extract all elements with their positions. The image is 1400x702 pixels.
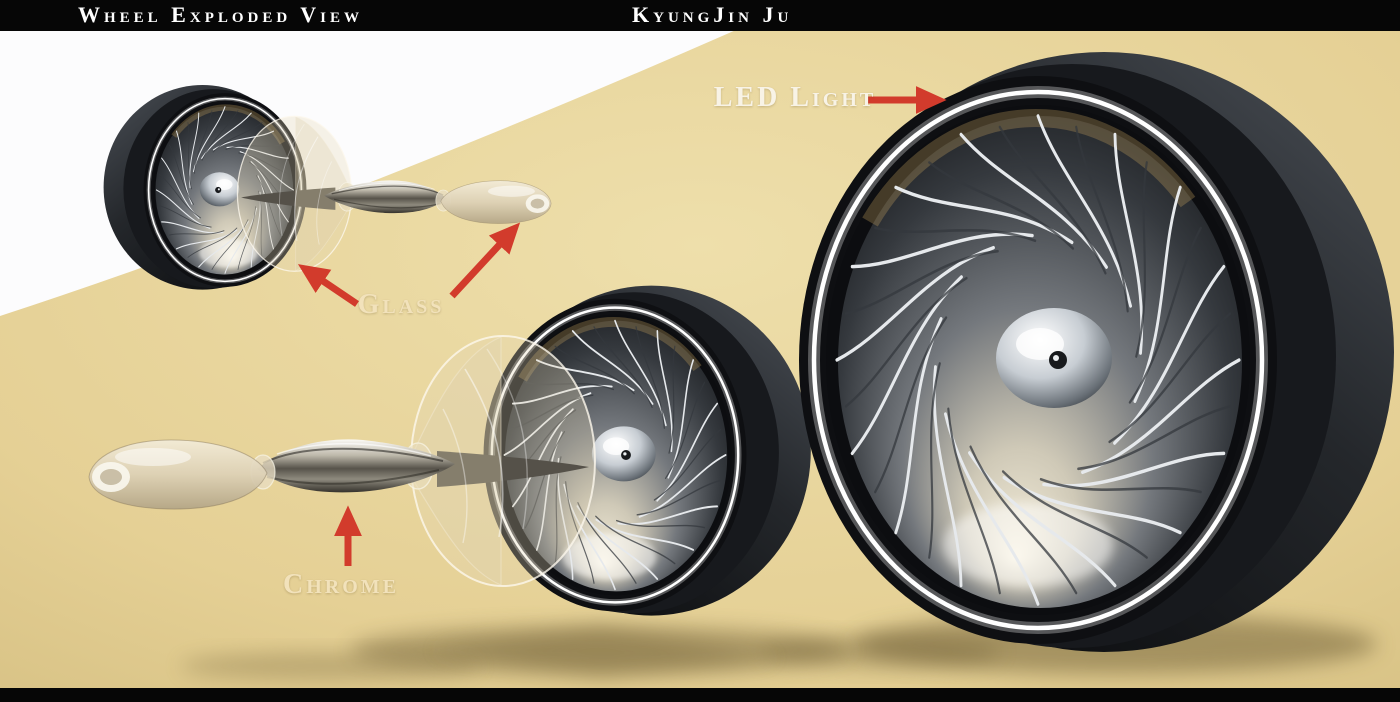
poster-author: KyungJin Ju — [632, 2, 793, 27]
annotation-led-light: LED Light — [713, 82, 877, 113]
wheel-assembled-large — [799, 52, 1394, 652]
annotation-chrome: Chrome — [283, 569, 399, 600]
poster-title: Wheel Exploded View — [78, 2, 364, 27]
glass-arrow-right-icon — [449, 222, 521, 299]
glass-arrow-left-icon — [297, 264, 359, 307]
annotation-glass: Glass — [357, 289, 445, 320]
annotation-arrows — [297, 86, 947, 566]
header-bar: Wheel Exploded View KyungJin Ju — [0, 0, 1400, 31]
footer-bar — [0, 688, 1400, 702]
